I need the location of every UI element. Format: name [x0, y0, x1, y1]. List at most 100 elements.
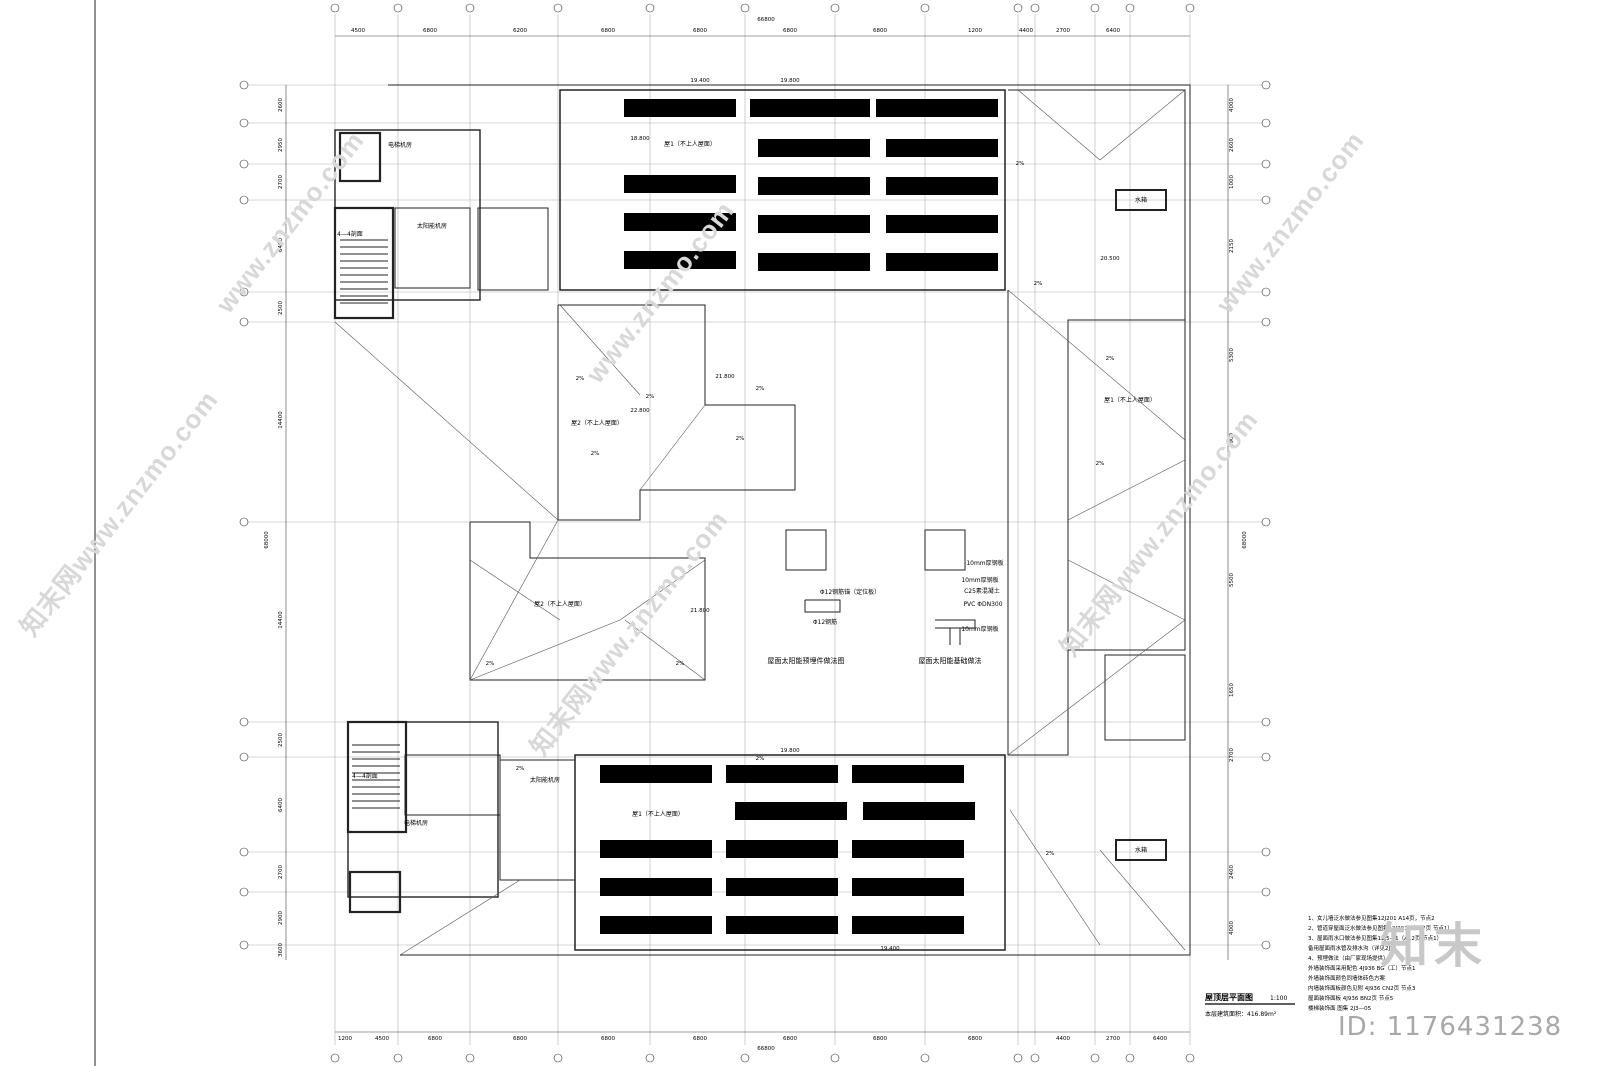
dimension-label-left: 14400	[278, 411, 284, 429]
axis-bubble	[1261, 195, 1271, 205]
detail-note: Φ12钢筋	[813, 618, 837, 626]
slope-label: 2%	[591, 451, 600, 457]
slope-label: 2%	[1046, 851, 1055, 857]
dimension-total-left: 68000	[264, 531, 270, 549]
axis-bubble	[1090, 1053, 1100, 1063]
dimension-label-bottom: 1200	[338, 1036, 352, 1042]
solar-panel-row	[726, 765, 838, 783]
general-note: 2、管道穿屋面泛水做法参见图集12J201 （A17页 节点1）	[1308, 924, 1453, 932]
dimension-label-right: 4000	[1229, 921, 1235, 935]
roof-ridge-line	[399, 879, 521, 956]
axis-bubble	[1125, 1053, 1135, 1063]
roof-ridge-line	[469, 619, 621, 681]
drawing-scale: 1:100	[1270, 995, 1287, 1002]
dimension-label-left: 6400	[278, 798, 284, 812]
axis-bubble	[330, 3, 340, 13]
detail-note: 10mm厚钢板	[961, 576, 998, 584]
axis-bubble	[239, 887, 249, 897]
central-roof-2-south	[469, 521, 706, 681]
solar-panel-row	[886, 177, 998, 195]
detail-note: C25素混凝土	[964, 587, 1000, 595]
elevation-label: 19.800	[780, 748, 800, 754]
solar-panel-row	[886, 99, 998, 117]
roof-ridge-line	[469, 559, 561, 621]
dimension-label-right: 2700	[1229, 748, 1235, 762]
axis-bubble	[1261, 287, 1271, 297]
slope-label: 2%	[486, 661, 495, 667]
general-note: 备用屋面雨水管及排水沟（详见2J5）	[1308, 944, 1399, 952]
axis-bubble	[239, 847, 249, 857]
solar-panel-row	[758, 99, 870, 117]
general-note: 1、女儿墙泛水做法参见图集12J201 A14页，节点2	[1308, 914, 1435, 922]
water-tank-label: 水箱	[1135, 846, 1147, 854]
sw-core-outline	[347, 721, 499, 898]
dimension-label-left: 6400	[278, 238, 284, 252]
solar-panel-row	[758, 253, 870, 271]
dimension-label-bottom: 4400	[1056, 1036, 1070, 1042]
solar-panel-row	[624, 99, 736, 117]
solar-panel-row	[624, 251, 736, 269]
axis-bubble	[830, 3, 840, 13]
slope-label: 2%	[646, 394, 655, 400]
solar-panel-row	[863, 802, 975, 820]
axis-bubble	[239, 317, 249, 327]
axis-bubble	[1261, 752, 1271, 762]
detail-section-title: 屋面太阳能基础做法	[919, 656, 982, 665]
solar-panel-row	[624, 213, 736, 231]
dimension-label-bottom: 6800	[873, 1036, 887, 1042]
axis-bubble	[1185, 1053, 1195, 1063]
dimension-label-right: 4000	[1229, 98, 1235, 112]
solar-panel-row	[852, 840, 964, 858]
general-note: 屋面装饰面板 4J936 BN2页 节点5	[1308, 994, 1394, 1002]
stair-section-label: 4—4剖面	[337, 230, 363, 238]
nw-stair	[333, 206, 395, 320]
central-roof-2-north	[557, 304, 796, 521]
detail-plate-2	[924, 529, 966, 571]
nw-mech-room	[477, 207, 549, 291]
solar-panel-row	[600, 916, 712, 934]
dimension-label-top: 6800	[423, 28, 437, 34]
dimension-label-left: 14400	[278, 611, 284, 629]
axis-bubble	[1261, 847, 1271, 857]
axis-bubble	[1185, 3, 1195, 13]
dimension-label-top: 6800	[693, 28, 707, 34]
drawing-title: 屋顶层平面图	[1205, 992, 1253, 1002]
nw-elevator-shaft	[338, 131, 382, 183]
axis-bubble	[1261, 159, 1271, 169]
elevation-label: 22.800	[630, 408, 650, 414]
axis-bubble	[239, 717, 249, 727]
dimension-label-right: 1000	[1229, 175, 1235, 189]
axis-bubble	[740, 1053, 750, 1063]
building-outline	[388, 84, 1191, 956]
axis-bubble	[1013, 1053, 1023, 1063]
dimension-label-top: 4400	[1019, 28, 1033, 34]
roof-label: 屋1（不上人屋面）	[1104, 396, 1156, 404]
slope-label: 2%	[576, 376, 585, 382]
dimension-label-top: 6800	[601, 28, 615, 34]
slope-label: 2%	[1096, 461, 1105, 467]
water-tank-north	[1115, 189, 1167, 211]
axis-bubble	[1261, 317, 1271, 327]
slope-label: 2%	[756, 756, 765, 762]
axis-bubble	[239, 118, 249, 128]
axis-bubble	[239, 195, 249, 205]
axis-bubble	[920, 3, 930, 13]
general-note: 楼梯装饰面 图集 2J3—05	[1308, 1004, 1372, 1012]
sw-mech-room	[499, 759, 576, 881]
axis-bubble	[239, 940, 249, 950]
elevator-room-label: 电梯机房	[388, 141, 412, 149]
solar-panel-row	[852, 916, 964, 934]
solar-panel-row	[886, 139, 998, 157]
axis-bubble	[1030, 1053, 1040, 1063]
slope-label: 2%	[1034, 281, 1043, 287]
roof-ridge-line	[1007, 619, 1186, 756]
dimension-label-bottom: 2700	[1106, 1036, 1120, 1042]
axis-bubble	[830, 1053, 840, 1063]
axis-bubble	[393, 1053, 403, 1063]
roof-label: 屋2（不上人屋面）	[571, 419, 623, 427]
dimension-label-top: 1200	[968, 28, 982, 34]
axis-bubble	[465, 1053, 475, 1063]
solar-room-label: 太阳能机房	[530, 776, 560, 784]
axis-bubble	[330, 1053, 340, 1063]
solar-panel-row	[852, 878, 964, 896]
